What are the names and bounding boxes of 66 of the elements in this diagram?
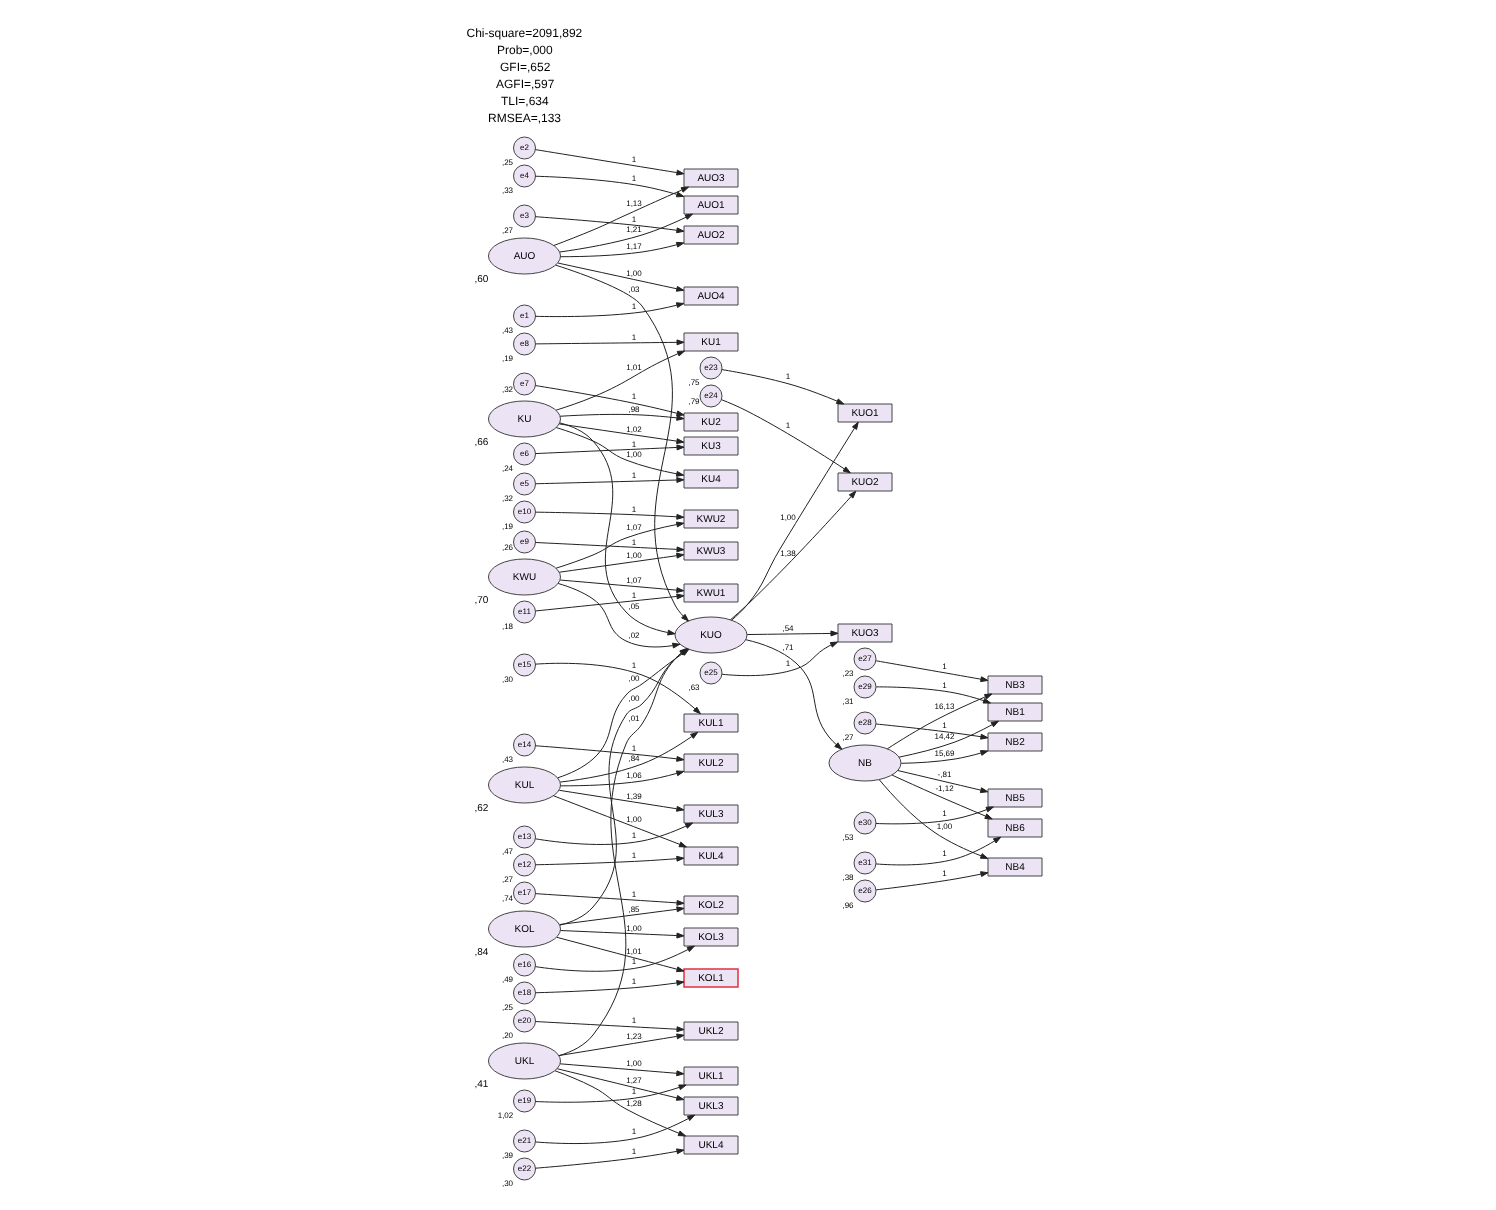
arrow: [534, 339, 684, 346]
arrow: [534, 980, 684, 994]
arrow: [557, 789, 684, 812]
arrow: [552, 186, 688, 246]
arrow: [554, 521, 684, 569]
arrow: [558, 422, 675, 636]
arrow: [899, 750, 988, 764]
arrow: [557, 552, 684, 573]
arrow: [896, 770, 988, 794]
arrow: [556, 262, 684, 292]
arrow: [534, 477, 684, 485]
arrow: [534, 511, 684, 520]
arrow: [558, 906, 684, 926]
arrow: [729, 490, 856, 621]
arrow: [558, 731, 698, 783]
arrow: [897, 720, 998, 758]
arrow: [885, 693, 992, 750]
arrow: [720, 399, 850, 474]
arrow: [890, 774, 992, 820]
arrow: [534, 1084, 686, 1103]
arrow: [557, 423, 684, 445]
arrow: [874, 871, 988, 891]
arrow: [534, 893, 684, 906]
arrow: [534, 945, 694, 972]
arrow: [720, 641, 838, 677]
arrow: [534, 216, 684, 234]
arrow: [558, 1063, 684, 1077]
arrow: [874, 660, 988, 683]
arrow: [533, 149, 684, 176]
arrow: [534, 855, 684, 866]
arrow: [559, 770, 684, 787]
arrow: [874, 806, 993, 825]
arrow: [556, 583, 680, 649]
arrow: [555, 936, 684, 973]
arrow: [534, 385, 684, 417]
arrow: [534, 302, 684, 318]
arrow: [534, 542, 684, 553]
arrow: [558, 579, 684, 594]
arrow: [554, 427, 684, 477]
arrow: [554, 264, 688, 622]
arrow: [559, 241, 684, 258]
arrow: [874, 836, 1001, 866]
arrow: [558, 413, 684, 421]
arrow: [720, 369, 844, 405]
arrow: [877, 779, 988, 859]
arrow: [744, 639, 842, 750]
arrow: [534, 444, 684, 455]
arrow: [534, 1114, 695, 1145]
arrow: [552, 795, 686, 848]
arrow: [874, 686, 990, 704]
arrow: [534, 1148, 684, 1169]
arrow: [534, 745, 684, 762]
arrow: [534, 175, 684, 198]
arrow: [874, 723, 988, 740]
arrow: [534, 593, 684, 612]
arrow: [534, 1021, 684, 1033]
arrow: [555, 1068, 684, 1101]
arrow: [534, 662, 700, 715]
arrow: [745, 630, 838, 637]
arrow: [730, 421, 858, 621]
arrow: [557, 1033, 684, 1057]
arrow: [554, 350, 685, 411]
arrow: [534, 822, 693, 845]
arrow: [553, 1070, 686, 1137]
arrow: [559, 930, 684, 939]
arrow: [558, 213, 693, 253]
